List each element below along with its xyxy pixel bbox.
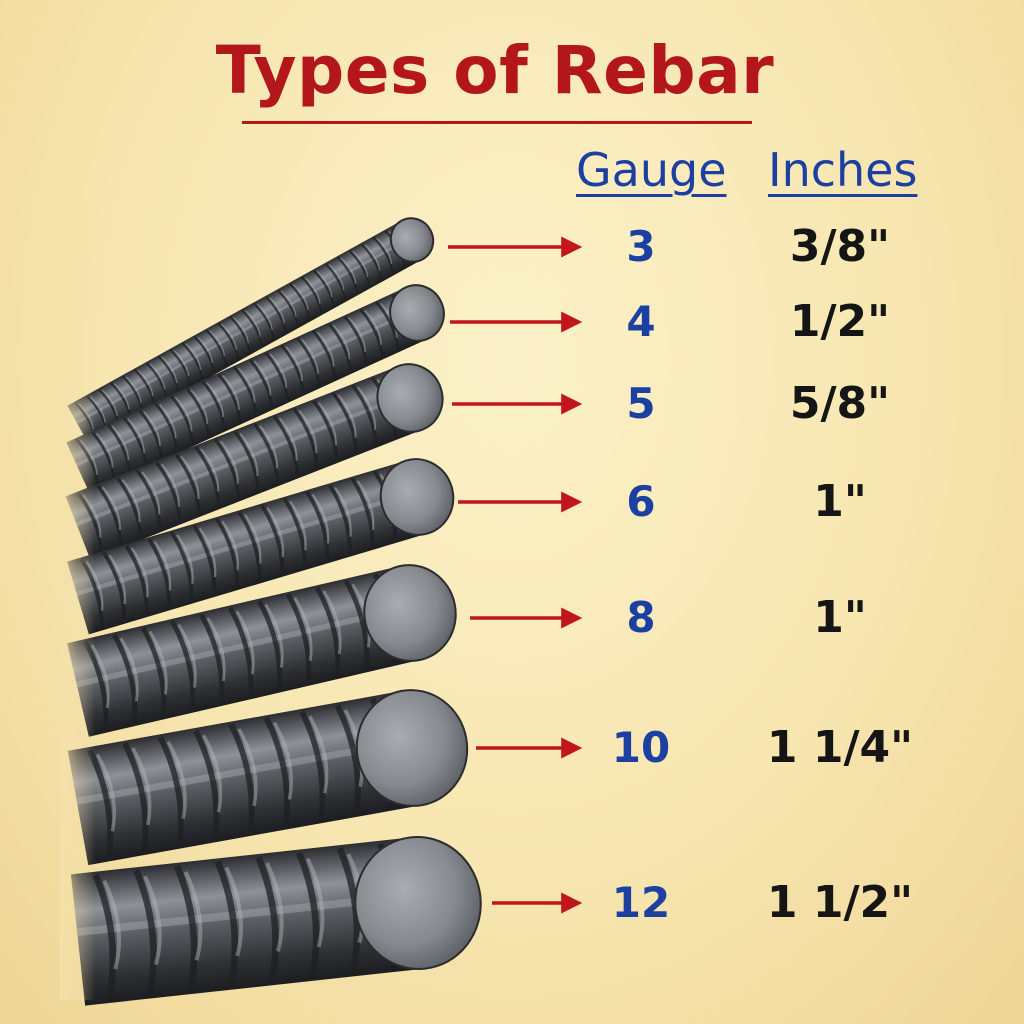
gauge-column-header: Gauge — [576, 143, 727, 197]
inches-value: 1" — [813, 476, 867, 527]
gauge-value: 4 — [626, 297, 656, 346]
gauge-value: 8 — [626, 593, 656, 642]
inches-value: 1 1/4" — [766, 722, 914, 773]
gauge-value: 6 — [626, 477, 656, 526]
gauge-value: 10 — [611, 723, 671, 772]
inches-value: 1 1/2" — [766, 877, 914, 928]
inches-value: 1/2" — [789, 296, 891, 347]
rebar-arrows — [448, 236, 583, 914]
title-underline — [242, 121, 752, 124]
gauge-value: 5 — [626, 379, 656, 428]
inches-value: 3/8" — [789, 221, 891, 272]
gauge-value: 3 — [626, 222, 656, 271]
page-title: Types of Rebar — [215, 32, 775, 109]
inches-value: 5/8" — [789, 378, 891, 429]
inches-column-header: Inches — [768, 143, 918, 197]
inches-value: 1" — [813, 592, 867, 643]
fade-overlay — [60, 200, 200, 1000]
gauge-value: 12 — [611, 878, 671, 927]
